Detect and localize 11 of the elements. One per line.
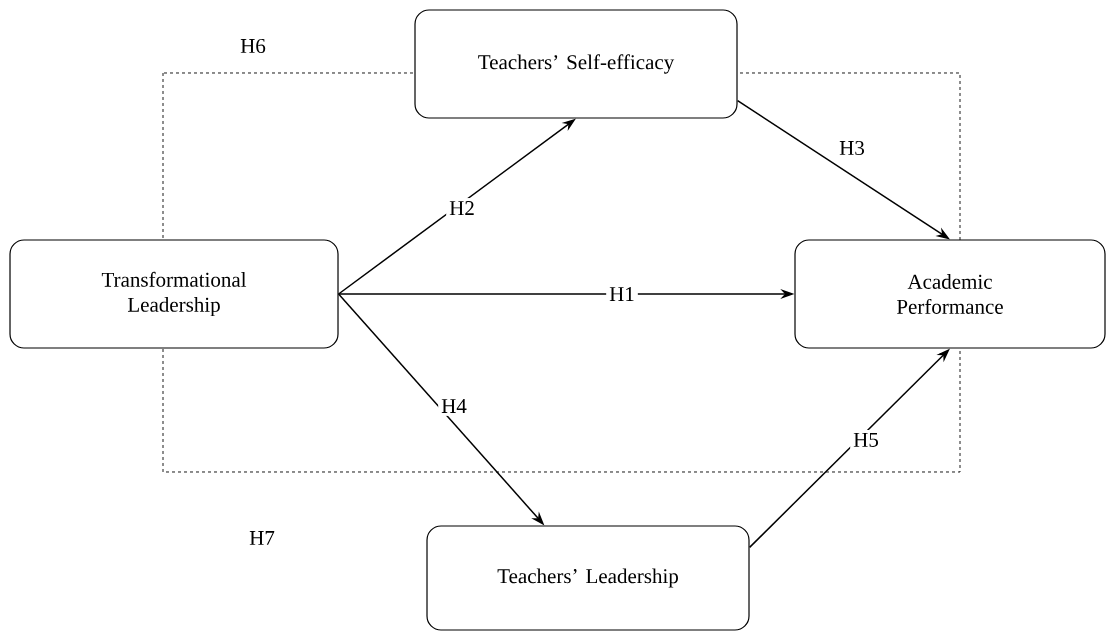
- rounded-box: Teachers’ Leadership: [426, 525, 750, 631]
- hypothesis-label: H7: [249, 531, 275, 545]
- rounded-box: Academic Performance: [794, 239, 1106, 349]
- rounded-box: Transformational Leadership: [9, 239, 339, 349]
- rounded-box: Teachers’ Self-efficacy: [414, 9, 738, 119]
- hypothesis-label: H6: [240, 38, 266, 54]
- edge-label: H3: [836, 137, 868, 159]
- edge-label: H4: [438, 396, 470, 416]
- edge-label: H1: [606, 284, 638, 304]
- edge-label: H5: [850, 430, 882, 450]
- edge-label: H2: [446, 198, 478, 218]
